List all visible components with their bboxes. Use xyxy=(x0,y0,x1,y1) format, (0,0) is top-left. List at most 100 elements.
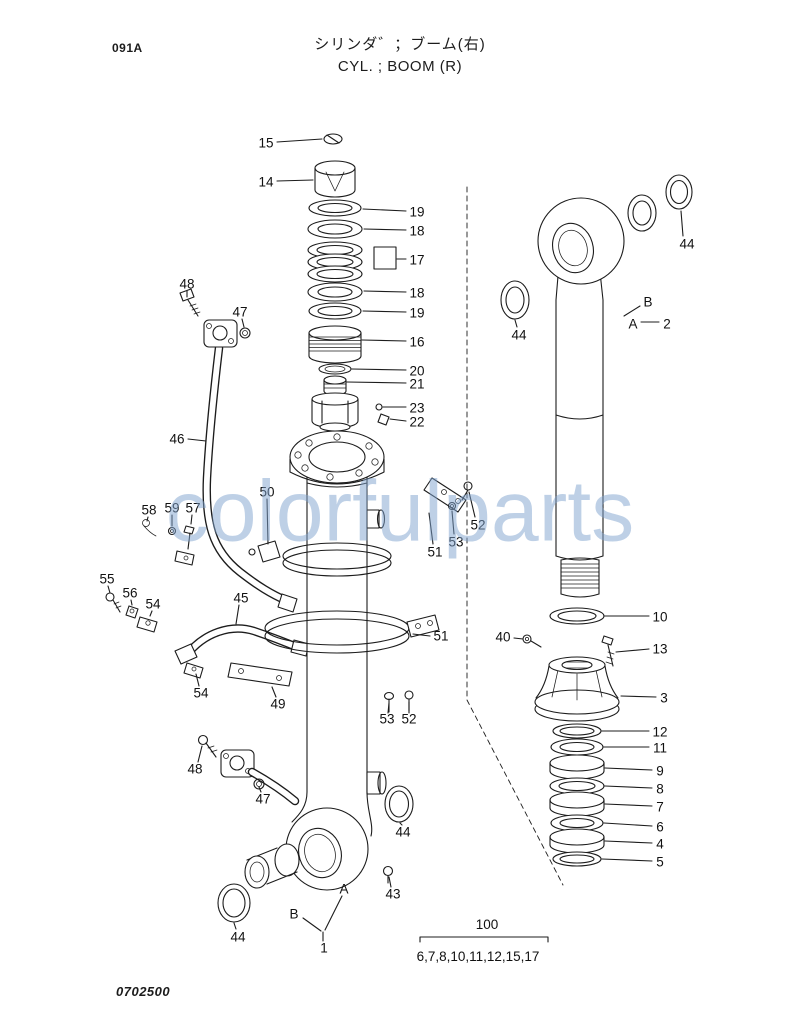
seal-ring-7 xyxy=(549,791,605,809)
leader-line-20 xyxy=(351,368,407,371)
leader-line-40 xyxy=(513,637,524,640)
leader-line-52 xyxy=(468,491,476,518)
part-callout-58: 58 xyxy=(141,503,156,518)
leader-line-49 xyxy=(271,686,277,698)
rod-gland-seal-stack xyxy=(307,133,397,432)
gland-nut xyxy=(311,392,359,406)
ring-20 xyxy=(318,363,352,375)
assembly-bracket-1 xyxy=(302,895,343,942)
part-callout-47: 47 xyxy=(255,792,270,807)
leader-line-6 xyxy=(603,822,653,827)
clip-54-lower xyxy=(183,662,204,679)
group-items: 6,7,8,10,11,12,15,17 xyxy=(417,949,540,964)
part-callout-59: 59 xyxy=(164,501,179,516)
pipe-46 xyxy=(202,343,292,606)
part-callout-20: 20 xyxy=(409,364,424,379)
seal-18 xyxy=(307,219,363,239)
leader-line-14 xyxy=(276,179,314,182)
leader-line-5 xyxy=(601,858,653,862)
part-callout-55: 55 xyxy=(99,572,114,587)
part-callout-3: 3 xyxy=(660,691,668,706)
leader-line-21 xyxy=(346,381,407,384)
leader-line-13 xyxy=(615,648,650,653)
part-callout-B: B xyxy=(643,295,652,310)
eye-bushing-44 xyxy=(274,843,300,877)
seal-18b xyxy=(307,282,363,302)
washer-56 xyxy=(125,605,139,619)
part-callout-49: 49 xyxy=(270,697,285,712)
part-callout-19: 19 xyxy=(409,306,424,321)
title-japanese: シリンダ゛；ブーム(右) xyxy=(314,36,486,53)
leader-line-22 xyxy=(389,418,407,422)
leader-line-44 xyxy=(680,210,684,237)
seal-ring-12 xyxy=(552,723,602,739)
bolt-48-lower xyxy=(197,734,209,746)
leader-line-53 xyxy=(387,702,390,714)
part-callout-48: 48 xyxy=(179,277,194,292)
seal-ring-5 xyxy=(552,851,602,867)
part-callout-9: 9 xyxy=(656,764,664,779)
wiper-14 xyxy=(314,160,356,176)
leader-line-7 xyxy=(604,803,653,807)
plug-22 xyxy=(377,413,390,426)
part-callout-44: 44 xyxy=(395,825,411,840)
washer-53 xyxy=(447,501,457,511)
part-callout-18: 18 xyxy=(409,286,424,301)
leader-line-9 xyxy=(604,767,653,771)
clamp-band-50 xyxy=(282,542,392,570)
construction-line xyxy=(466,186,564,886)
piston-seal-kit xyxy=(522,607,620,867)
hydraulic-piping xyxy=(105,288,310,806)
seal-19b xyxy=(308,302,362,320)
o-ring-47 xyxy=(239,327,251,339)
part-callout-53: 53 xyxy=(448,535,463,550)
leader-line-8 xyxy=(604,785,653,789)
bolt-13 xyxy=(601,635,614,646)
leader-line-15 xyxy=(276,138,323,143)
o-ring-47-lower xyxy=(253,778,265,790)
seal-ring-4 xyxy=(549,828,605,846)
leader-line-46 xyxy=(187,438,207,442)
leader-line-48 xyxy=(197,745,203,763)
bolt-52-lower xyxy=(404,690,414,700)
part-callout-17: 17 xyxy=(409,253,424,268)
part-callout-23: 23 xyxy=(409,401,424,416)
leader-line-50 xyxy=(266,498,269,545)
part-callout-56: 56 xyxy=(122,586,137,601)
part-callout-48: 48 xyxy=(187,762,202,777)
leader-line-45 xyxy=(235,604,240,625)
part-callout-44: 44 xyxy=(679,237,695,252)
leader-line-19 xyxy=(362,310,407,313)
bolt-40 xyxy=(522,634,532,644)
part-callout-43: 43 xyxy=(385,887,400,902)
part-callout-50: 50 xyxy=(259,485,274,500)
leader-line-53 xyxy=(451,510,455,535)
piston-rod-assembly xyxy=(500,174,693,598)
rod-eye xyxy=(537,197,625,285)
seal-ring-11 xyxy=(550,738,604,756)
part-callout-22: 22 xyxy=(409,415,424,430)
part-callout-44: 44 xyxy=(230,930,246,945)
leader-line-54 xyxy=(149,610,153,617)
rod-bushing-ring xyxy=(627,194,657,232)
part-callout-47: 47 xyxy=(232,305,247,320)
part-callout-12: 12 xyxy=(652,725,667,740)
leader-line-51 xyxy=(428,512,434,545)
bracket-49 xyxy=(227,662,293,687)
leader-line-55 xyxy=(107,585,111,594)
leader-line-44 xyxy=(514,319,518,328)
cylinder-flange xyxy=(289,430,385,484)
part-callout-51: 51 xyxy=(433,629,448,644)
seal-19 xyxy=(308,199,362,217)
part-callout-A: A xyxy=(628,317,637,332)
part-callout-7: 7 xyxy=(656,800,664,815)
part-callout-52: 52 xyxy=(401,712,416,727)
part-callout-13: 13 xyxy=(652,642,667,657)
ball-23 xyxy=(375,403,383,411)
part-callout-54: 54 xyxy=(145,597,161,612)
leader-line-43 xyxy=(388,876,392,888)
leader-line-4 xyxy=(604,840,653,844)
leader-line-19 xyxy=(362,208,407,212)
